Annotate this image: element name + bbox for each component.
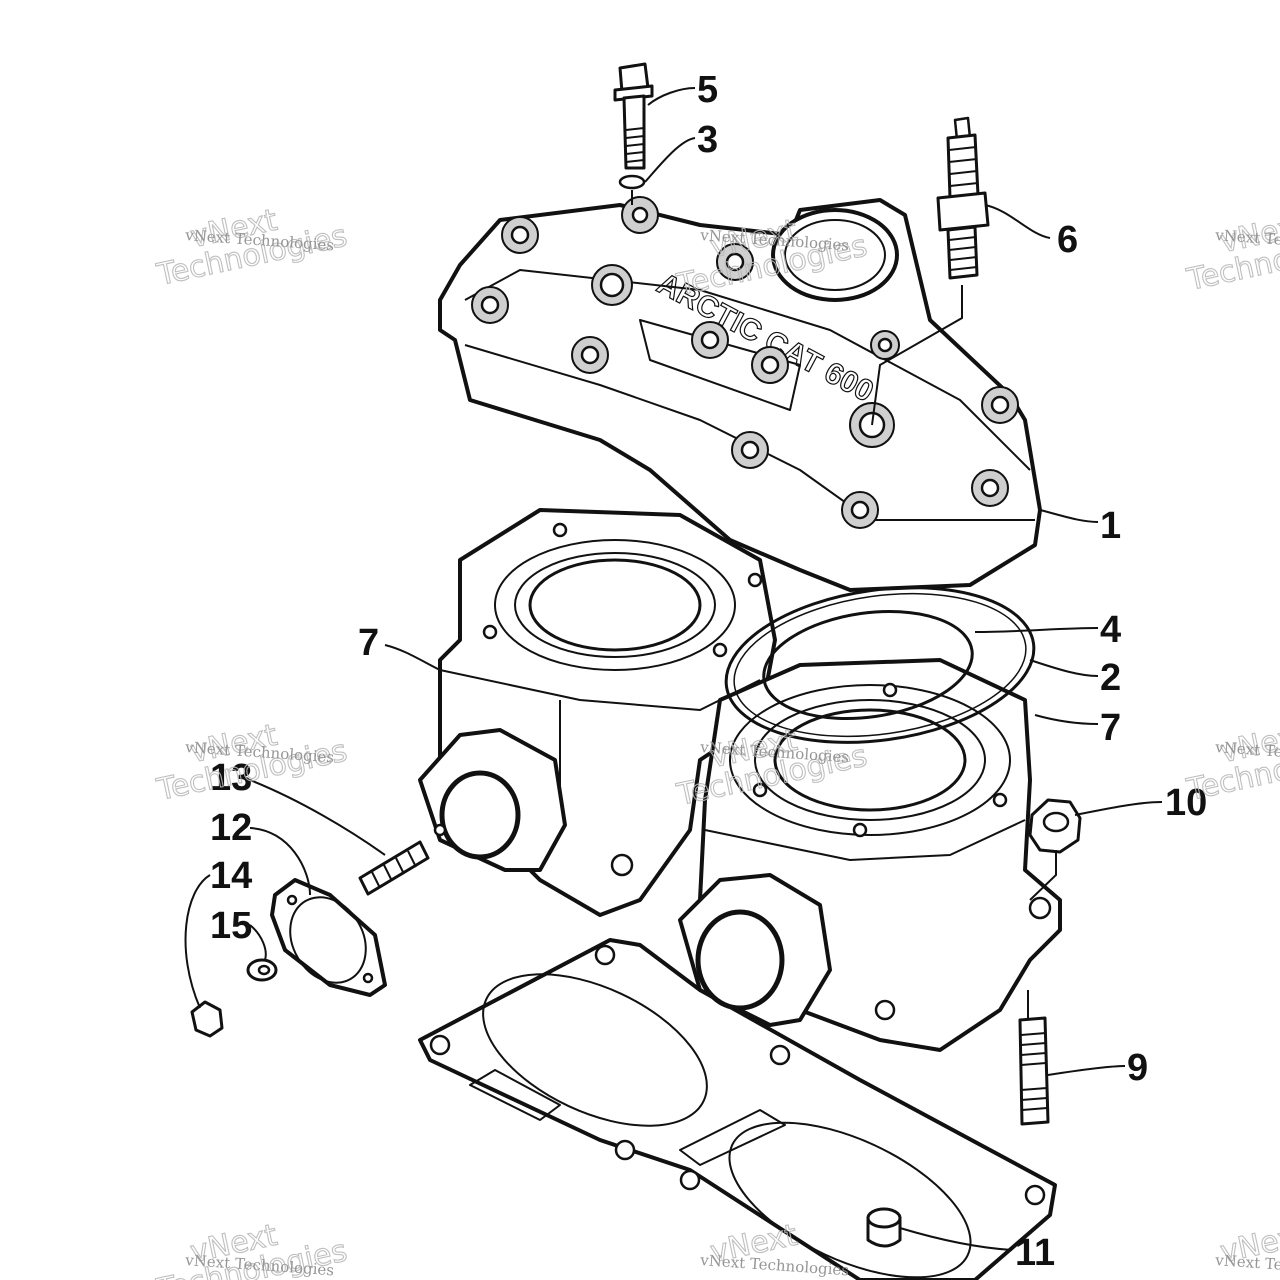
watermark-bl: vNext Technologies [153, 1217, 351, 1280]
flange-nut [1028, 798, 1082, 854]
callout-7-front: 7 [1100, 707, 1121, 749]
callout-3: 3 [697, 119, 718, 161]
exhaust-stud [358, 840, 430, 896]
lock-washer [246, 958, 278, 982]
callout-4: 4 [1100, 609, 1121, 651]
callout-12: 12 [210, 807, 252, 849]
head-bolt-bosses [471, 196, 1019, 529]
callout-5: 5 [697, 69, 718, 111]
callout-14: 14 [210, 855, 252, 897]
callout-10: 10 [1165, 782, 1207, 824]
callout-13: 13 [210, 757, 252, 799]
callout-2: 2 [1100, 657, 1121, 699]
exhaust-nut [190, 1000, 224, 1038]
spark-plug [936, 116, 990, 280]
watermarks: vNext Technologies vNext Technologies vN… [153, 202, 1280, 1280]
cylinder-rear [418, 508, 777, 917]
bolt-washer [618, 174, 646, 190]
cylinder-stud [1018, 1016, 1050, 1126]
leader-lines [184, 87, 1163, 1251]
callout-labels: 5 3 6 1 4 2 7 7 10 9 11 13 12 14 15 [210, 69, 1207, 1274]
cylinder-base-gasket [418, 938, 1057, 1280]
head-bolt [613, 62, 654, 170]
callout-11: 11 [1015, 1232, 1055, 1274]
o-rings [724, 586, 1036, 744]
callout-7-rear: 7 [358, 622, 379, 664]
callout-15: 15 [210, 905, 252, 947]
watermark-small-br: vNext Technologies [1214, 1251, 1280, 1279]
dowel-pin [866, 1207, 902, 1248]
callout-9: 9 [1127, 1047, 1148, 1089]
exhaust-gasket [270, 878, 387, 997]
callout-6: 6 [1057, 219, 1078, 261]
callout-1: 1 [1100, 505, 1121, 547]
cylinder-head: ARCTIC CAT 600 [438, 196, 1042, 592]
